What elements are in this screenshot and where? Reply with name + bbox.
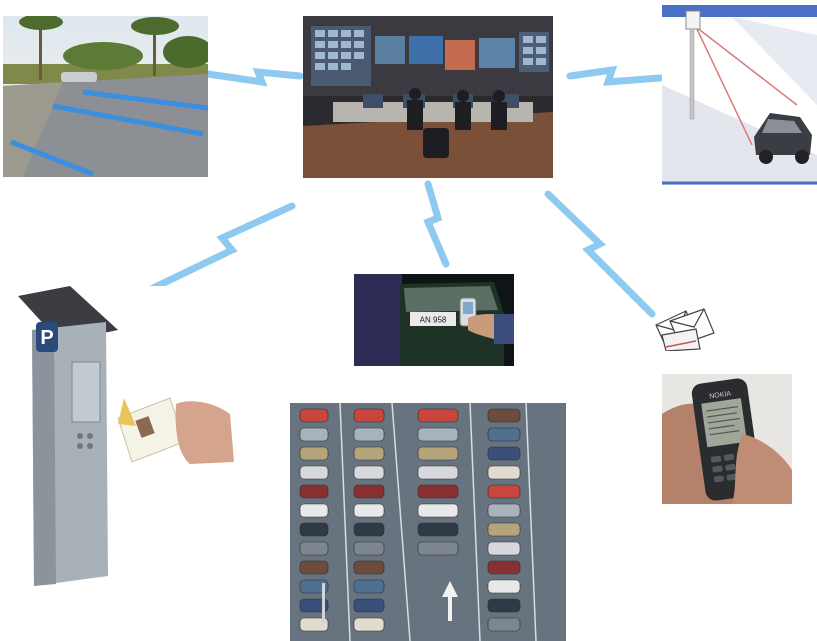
parked-car xyxy=(417,408,459,423)
parked-car xyxy=(487,484,521,499)
link-control-to-plate xyxy=(423,180,450,268)
link-control-to-sensor xyxy=(566,65,664,86)
detection-beam xyxy=(695,26,798,146)
license-plate xyxy=(410,312,456,326)
parked-car xyxy=(417,427,459,442)
sensor-camera-illustration xyxy=(662,5,817,185)
parked-car xyxy=(487,503,521,518)
mobile-phone-icon: NOKIA xyxy=(662,374,792,504)
mobile-phone-sms-photo: NOKIA xyxy=(662,374,792,504)
parked-car xyxy=(299,617,329,632)
parked-car xyxy=(487,408,521,423)
parking-meter-card-photo: P xyxy=(14,286,240,588)
parked-car xyxy=(487,560,521,575)
parked-car xyxy=(353,427,385,442)
parked-car xyxy=(299,579,329,594)
operators xyxy=(407,88,507,158)
parking-lot-icon xyxy=(290,403,566,641)
plate-scan-icon: AN 958 xyxy=(354,274,514,366)
camera-head xyxy=(685,10,701,30)
parked-cars xyxy=(299,408,521,632)
parked-car xyxy=(417,541,459,556)
parked-car xyxy=(417,446,459,461)
parked-car xyxy=(487,617,521,632)
street-parking-photo xyxy=(3,16,208,177)
parked-car xyxy=(353,446,385,461)
parked-car xyxy=(353,579,385,594)
phone-brand: NOKIA xyxy=(709,390,732,400)
parked-car xyxy=(299,503,329,518)
parked-car xyxy=(353,503,385,518)
parked-car xyxy=(353,541,385,556)
parked-car xyxy=(299,598,329,613)
link-control-to-meter xyxy=(112,202,296,310)
parked-car xyxy=(353,408,385,423)
parked-car xyxy=(487,446,521,461)
video-wall xyxy=(311,26,549,86)
direction-arrow xyxy=(442,581,458,621)
hand-with-phone xyxy=(459,297,514,344)
parked-car xyxy=(487,427,521,442)
street-parking-icon xyxy=(3,16,208,177)
parked-car xyxy=(353,617,385,632)
parked-car xyxy=(353,522,385,537)
parked-car xyxy=(299,484,329,499)
blue-parking-lines xyxy=(10,89,208,177)
lot-lines xyxy=(339,403,537,641)
parked-car xyxy=(299,427,329,442)
envelopes-icon xyxy=(655,308,715,351)
parked-car xyxy=(353,598,385,613)
parked-car xyxy=(487,522,521,537)
plate-text: AN 958 xyxy=(420,316,447,325)
parking-lot-aerial-photo xyxy=(290,403,566,641)
parked-car xyxy=(61,72,97,82)
palm-trees xyxy=(19,16,208,80)
parking-meter-icon: P xyxy=(14,286,240,588)
parked-car xyxy=(417,484,459,499)
link-control-to-sms xyxy=(544,190,656,318)
parked-car xyxy=(487,579,521,594)
control-center-photo xyxy=(303,16,553,178)
parking-sign-letter: P xyxy=(40,327,53,349)
parked-car xyxy=(487,598,521,613)
parked-car xyxy=(353,560,385,575)
parked-car xyxy=(299,465,329,480)
parked-car xyxy=(353,465,385,480)
control-room-icon xyxy=(303,16,553,178)
parked-car xyxy=(299,446,329,461)
parking-sign xyxy=(36,322,58,352)
parked-car xyxy=(487,465,521,480)
license-plate-phone-photo: AN 958 xyxy=(354,274,514,366)
parked-car xyxy=(353,484,385,499)
parked-car xyxy=(417,465,459,480)
detected-car xyxy=(754,113,812,164)
pole-camera-icon xyxy=(662,5,817,185)
link-control-to-street xyxy=(204,67,304,87)
parked-car xyxy=(417,503,459,518)
parked-car xyxy=(487,541,521,556)
card-in-hand xyxy=(117,397,234,464)
pole xyxy=(689,28,695,120)
parked-car xyxy=(299,408,329,423)
parked-car xyxy=(299,541,329,556)
sms-envelopes-icon xyxy=(652,305,718,351)
parked-car xyxy=(417,522,459,537)
parked-car xyxy=(299,560,329,575)
parked-car xyxy=(299,522,329,537)
card-chip xyxy=(118,398,136,426)
